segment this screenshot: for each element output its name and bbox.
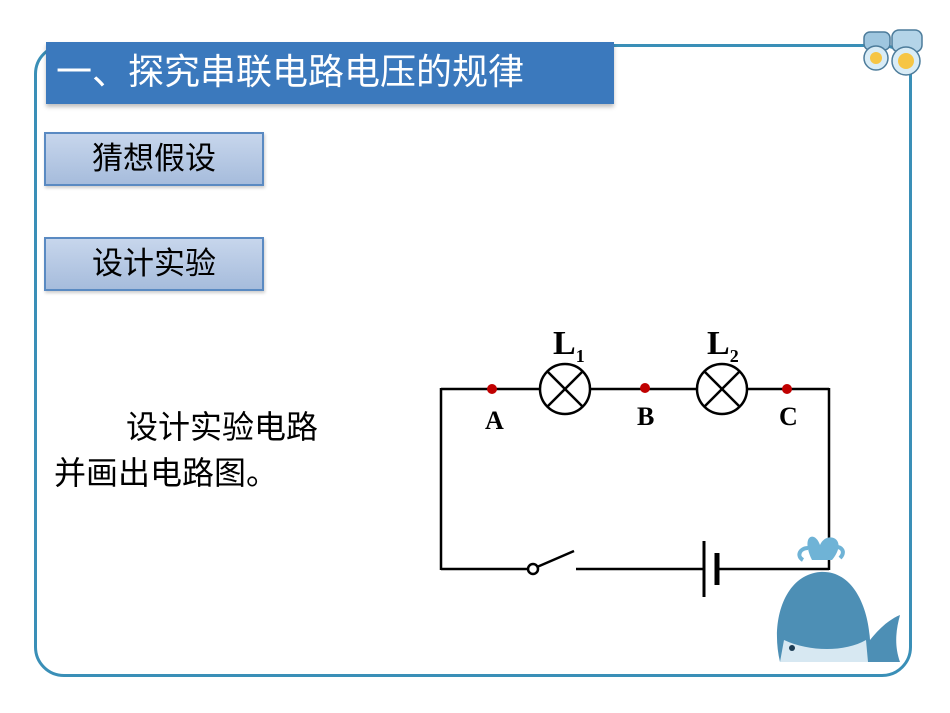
- measurement-points: [487, 383, 792, 394]
- section-design-experiment-button[interactable]: 设计实验: [44, 237, 264, 291]
- battery-icon: [702, 541, 720, 597]
- node-b: [640, 383, 650, 393]
- instruction-line-2: 并画出电路图。: [54, 454, 279, 492]
- whale-icon: [776, 536, 900, 662]
- slide-title: 一、探究串联电路电压的规律: [46, 42, 614, 104]
- lamp-l2-label: L2: [707, 325, 739, 366]
- binoculars-icon: [863, 29, 923, 76]
- lamp-l2-icon: [695, 362, 749, 416]
- point-b-label: B: [637, 402, 654, 431]
- instruction-line-1: 设计实验电路: [126, 408, 319, 446]
- section-hypothesis-button[interactable]: 猜想假设: [44, 132, 264, 186]
- point-c-label: C: [779, 402, 798, 431]
- lamp-l1-icon: [538, 362, 592, 416]
- node-a: [487, 384, 497, 394]
- node-c: [782, 384, 792, 394]
- lamp-l1-label: L1: [553, 325, 585, 366]
- point-a-label: A: [485, 406, 504, 435]
- switch-icon: [526, 549, 575, 576]
- instruction-text: 设计实验电路 并画出电路图。: [54, 404, 384, 496]
